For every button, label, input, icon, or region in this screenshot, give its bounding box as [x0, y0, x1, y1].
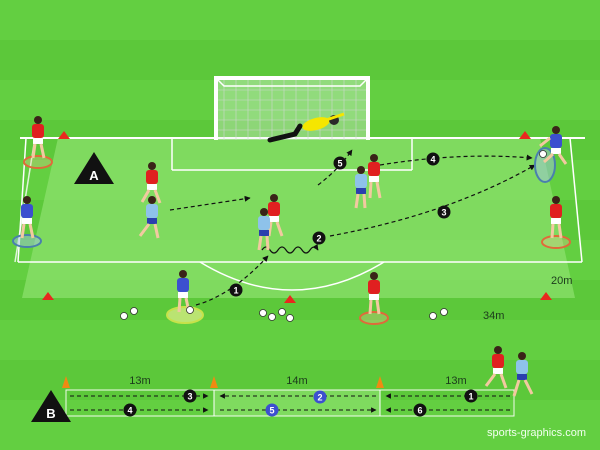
cone-icon: [540, 292, 552, 300]
penalty-area-right-line: [569, 137, 583, 263]
path-marker-2: 2: [313, 390, 327, 404]
red-player: [550, 196, 563, 239]
red-player: [31, 116, 46, 159]
path-marker-1: 1: [464, 389, 478, 403]
pass-marker-2: 2: [312, 231, 326, 245]
red-player: [368, 154, 382, 199]
drill-b-middle-zone: [214, 390, 380, 416]
watermark: sports-graphics.com: [487, 427, 586, 439]
light-blue-player: [138, 196, 160, 239]
path-marker-4: 4: [123, 403, 137, 417]
cone-icon: [62, 376, 70, 388]
dark-blue-player: [20, 196, 35, 239]
path-number-1: 1: [468, 392, 473, 402]
light-blue-player: [354, 166, 367, 209]
run-path-a: [169, 195, 251, 211]
path-number-3: 3: [187, 392, 192, 402]
drill-b-cones: [62, 376, 384, 388]
cone-icon: [210, 376, 218, 388]
pass-path-1: [195, 255, 269, 306]
pass-marker-4: 4: [426, 152, 440, 166]
triangle-icon: [74, 152, 114, 184]
pass-number-1: 1: [233, 286, 238, 296]
red-player: [267, 194, 284, 237]
ball-icon: [286, 314, 294, 322]
segment-right-label: 13m: [445, 375, 466, 387]
light-blue-player: [512, 352, 534, 397]
ball-icon: [120, 312, 128, 320]
path-number-6: 6: [417, 406, 422, 416]
cone-icon: [58, 131, 70, 139]
light-blue-player: [257, 208, 270, 251]
width-dimension-label: 34m: [483, 310, 504, 322]
path-number-4: 4: [127, 406, 132, 416]
depth-dimension-label: 20m: [551, 275, 572, 287]
drill-b-dimensions: 13m 14m 13m: [129, 375, 466, 387]
pass-path-5: [317, 149, 353, 186]
balls: [120, 150, 547, 322]
red-player: [368, 272, 381, 315]
path-number-2: 2: [317, 393, 322, 403]
cone-icon: [376, 376, 384, 388]
cone-icon: [519, 131, 531, 139]
cone-icon: [284, 295, 296, 303]
dark-blue-player: [539, 126, 568, 165]
path-marker-3: 3: [183, 389, 197, 403]
zone-b-marker: B: [31, 390, 71, 422]
drill-a-zone: [22, 138, 575, 298]
ball-icon: [186, 306, 194, 314]
segment-left-label: 13m: [129, 375, 150, 387]
path-marker-5: 5: [265, 403, 279, 417]
drill-a-pass-markers: 1 2 3 4 5: [229, 152, 451, 297]
pass-marker-1: 1: [229, 283, 243, 297]
zone-a-label: A: [89, 168, 99, 183]
penalty-arc: [199, 261, 385, 291]
path-marker-6: 6: [413, 403, 427, 417]
ball-icon: [268, 313, 276, 321]
red-player: [484, 346, 508, 389]
pass-marker-5: 5: [333, 156, 347, 170]
cone-icon: [42, 292, 54, 300]
ball-icon: [259, 309, 267, 317]
drill-b-players: [484, 346, 534, 397]
pass-path-4: [379, 154, 533, 166]
ball-icon: [539, 150, 547, 158]
drill-a-cones: [42, 131, 552, 303]
drill-b-path-markers: 1 2 3 4 5 6: [123, 389, 478, 417]
pass-number-5: 5: [337, 159, 342, 169]
drill-a-players: [20, 116, 568, 315]
triangle-icon: [31, 390, 71, 422]
dribble-path-2: [261, 243, 319, 254]
zone-b-label: B: [46, 406, 55, 421]
ball-icon: [130, 307, 138, 315]
red-player: [140, 162, 162, 204]
pass-marker-3: 3: [437, 205, 451, 219]
ball-icon: [429, 312, 437, 320]
segment-middle-label: 14m: [286, 375, 307, 387]
goalkeeper: [267, 112, 345, 143]
pass-number-2: 2: [316, 234, 321, 244]
ball-icon: [440, 308, 448, 316]
dark-blue-player: [177, 270, 191, 313]
path-number-5: 5: [269, 406, 274, 416]
zone-a-marker: A: [74, 152, 114, 184]
ball-icon: [278, 308, 286, 316]
pass-number-3: 3: [441, 208, 446, 218]
pass-number-4: 4: [430, 155, 435, 165]
goal: [214, 76, 370, 140]
drill-a-area: [14, 137, 585, 298]
